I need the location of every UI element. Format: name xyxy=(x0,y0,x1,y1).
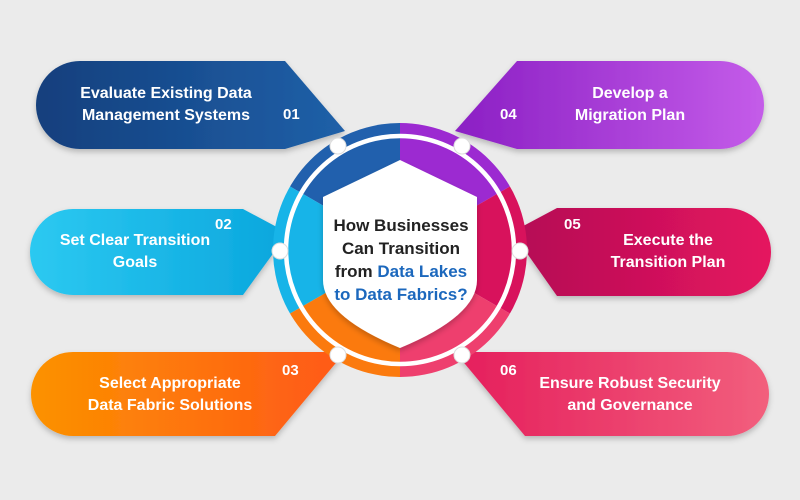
highlight-data-fabrics: to Data Fabrics? xyxy=(334,285,468,304)
step-04-pill xyxy=(455,61,764,149)
step-01-pill xyxy=(36,61,345,149)
step-04-label: Develop a Migration Plan xyxy=(574,85,686,124)
center-title: How Businesses Can Transition from Data … xyxy=(318,214,484,306)
highlight-data-lakes: Data Lakes xyxy=(377,262,468,281)
step-02-pill xyxy=(30,209,288,295)
step-05-label: Execute the Transition Plan xyxy=(610,232,726,271)
step-01-number: 01 xyxy=(283,106,300,123)
step-04-number: 04 xyxy=(500,106,517,123)
center-title-line: How Businesses xyxy=(333,216,469,235)
step-06-number: 06 xyxy=(500,362,517,379)
step-01-label: Evaluate Existing Data Management System… xyxy=(80,85,252,124)
step-02-label: Set Clear Transition Goals xyxy=(59,232,211,271)
step-03-number: 03 xyxy=(282,362,299,379)
step-03-pill xyxy=(31,352,345,436)
step-05-number: 05 xyxy=(564,216,581,233)
connector-dot xyxy=(329,346,347,364)
center-title-line: from Data Lakes xyxy=(334,262,468,281)
step-06-pill xyxy=(455,352,769,436)
connector-dot xyxy=(453,346,471,364)
step-02-number: 02 xyxy=(215,216,232,233)
connector-dot xyxy=(453,137,471,155)
connector-dot xyxy=(511,242,529,260)
step-05-pill xyxy=(512,208,771,296)
step-06-label: Ensure Robust Security and Governance xyxy=(539,375,721,414)
center-shield xyxy=(323,160,477,348)
connector-dot xyxy=(329,137,347,155)
step-03-label: Select Appropriate Data Fabric Solutions xyxy=(87,375,253,414)
center-title-line: Can Transition xyxy=(341,239,461,258)
connector-dot xyxy=(271,242,289,260)
